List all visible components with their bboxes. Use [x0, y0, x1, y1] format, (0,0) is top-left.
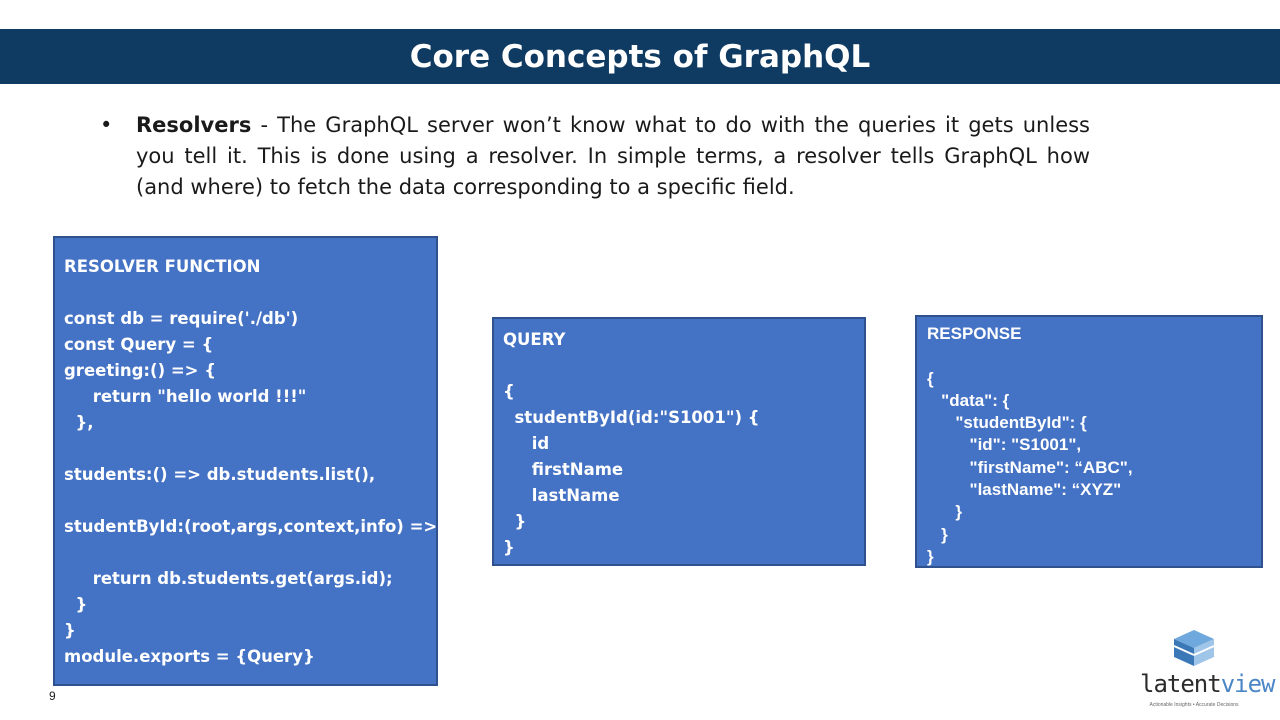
bullet-point-resolvers: • Resolvers - The GraphQL server won’t k…: [100, 110, 1090, 203]
response-heading: RESPONSE: [927, 324, 1022, 343]
logo-wordmark: latentview: [1140, 670, 1275, 698]
bullet-term: Resolvers: [136, 113, 252, 137]
bullet-marker: •: [100, 113, 113, 137]
query-box: QUERY { studentById(id:"S1001") { id fir…: [492, 317, 866, 566]
logo-tagline: Actionable Insights • Accurate Decisions: [1149, 702, 1239, 708]
slide-title: Core Concepts of GraphQL: [409, 38, 871, 75]
logo-word-accent: view: [1220, 670, 1276, 698]
logo-cube-icon: [1173, 630, 1215, 666]
query-heading: QUERY: [503, 330, 566, 349]
response-box: RESPONSE { "data": { "studentById": { "i…: [915, 315, 1263, 568]
latentview-logo: latentview Actionable Insights • Accurat…: [1140, 626, 1275, 712]
resolver-function-box: RESOLVER FUNCTION const db = require('./…: [53, 236, 455, 686]
bullet-description: - The GraphQL server won’t know what to …: [136, 113, 1090, 199]
slide-number: 9: [49, 689, 56, 703]
logo-word-dark: latent: [1140, 670, 1222, 698]
bullet-text: Resolvers - The GraphQL server won’t kno…: [136, 110, 1090, 203]
resolver-function-code: const db = require('./db') const Query =…: [64, 309, 455, 666]
response-code: { "data": { "studentById": { "id": "S100…: [927, 368, 1133, 566]
query-code: { studentById(id:"S1001") { id firstName…: [503, 382, 760, 557]
resolver-function-heading: RESOLVER FUNCTION: [64, 257, 261, 276]
title-bar: Core Concepts of GraphQL: [0, 29, 1280, 84]
